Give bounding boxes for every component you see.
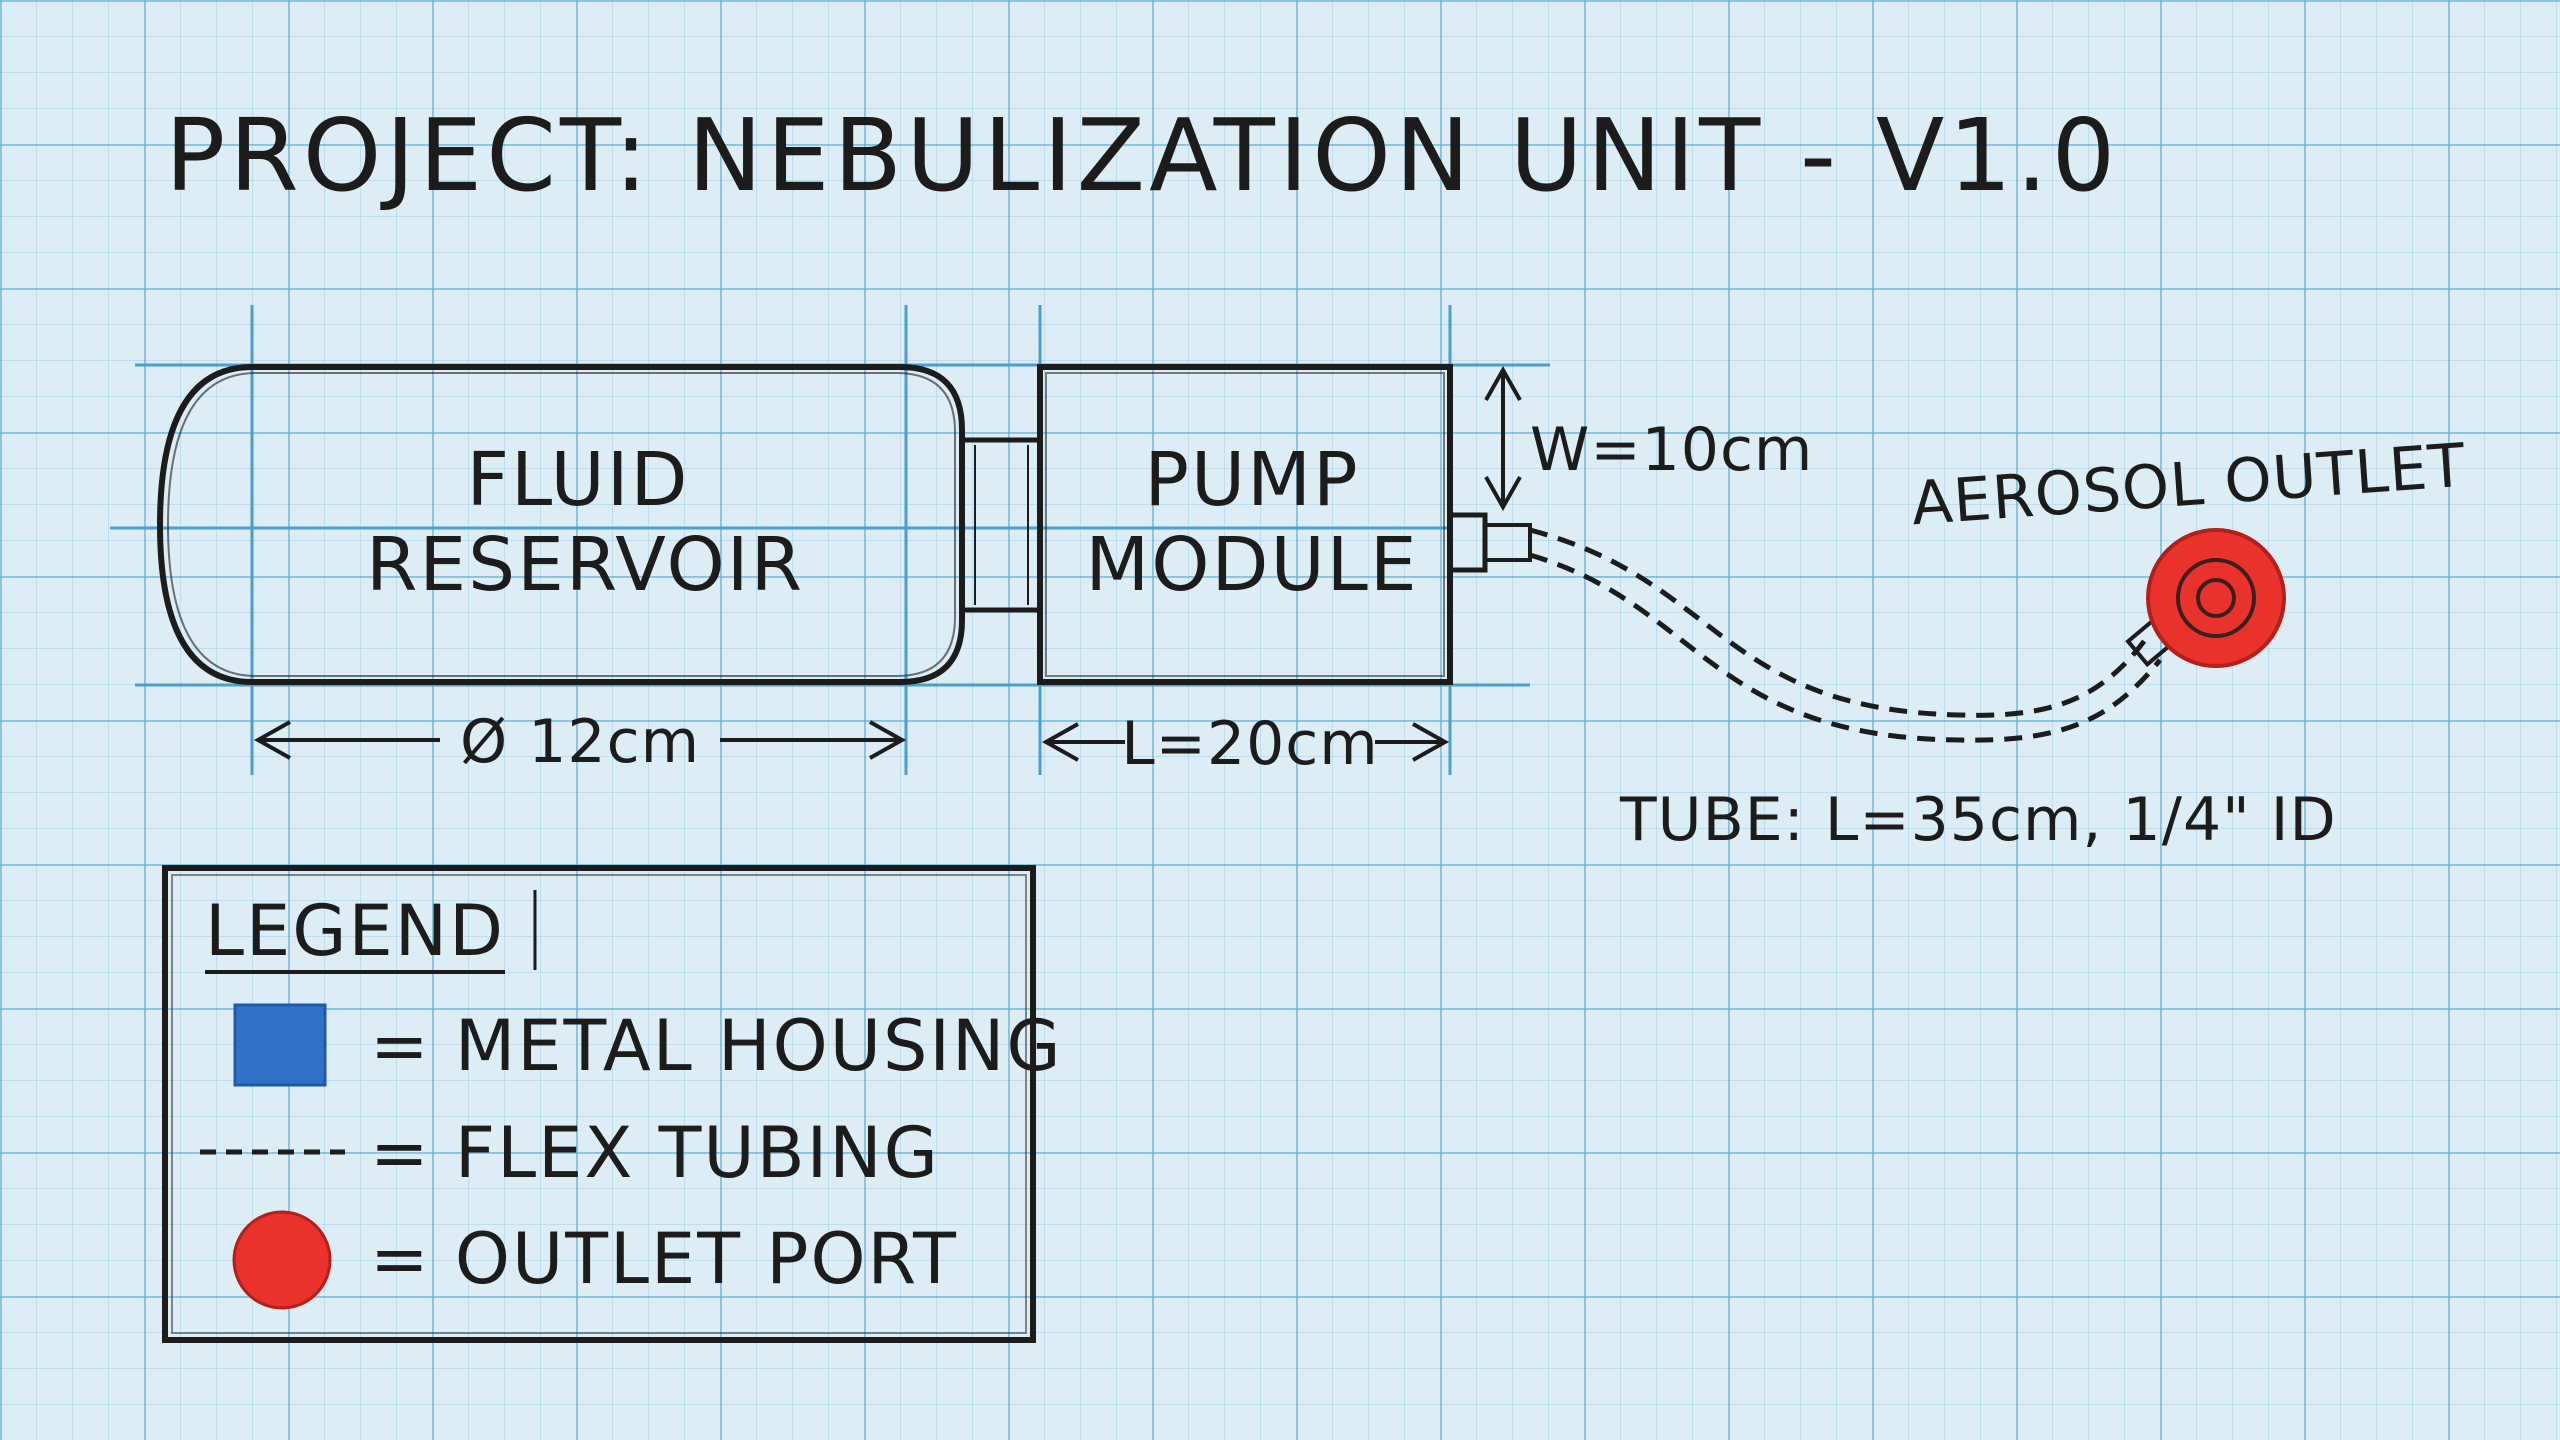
outlet-ring-inner [2196, 578, 2236, 618]
nozzle-inner [1483, 523, 1532, 562]
pump-outline-sketch [1045, 372, 1445, 677]
reservoir-label-line2: RESERVOIR [366, 522, 804, 608]
reservoir-outline-sketch [166, 372, 956, 677]
flex-tubing [1529, 527, 2162, 743]
reservoir-pump-connector [959, 437, 1043, 613]
fluid-reservoir: FLUID RESERVOIR [157, 364, 965, 685]
legend: LEGEND = METAL HOUSING = FLEX TUBING = O… [162, 865, 1063, 1343]
legend-item-flex-tubing: = FLEX TUBING [370, 1112, 940, 1194]
aerosol-outlet: AEROSOL OUTLET [1909, 431, 2468, 668]
tubing-upper-edge [1529, 527, 2147, 718]
legend-frame [162, 865, 1036, 1343]
project-title: PROJECT: NEBULIZATION UNIT - V1.0 [165, 97, 2119, 214]
pump-width-label: W=10cm [1530, 415, 1813, 485]
tubing-lower-edge [1529, 552, 2162, 743]
outlet-port-disc [2146, 528, 2286, 668]
reservoir-diameter-label: Ø 12cm [460, 707, 700, 777]
pump-nozzle [1447, 512, 1532, 573]
legend-item-metal-housing: = METAL HOUSING [370, 1005, 1063, 1087]
pump-module: PUMP MODULE [1037, 364, 1453, 685]
dimension-reservoir-diameter: Ø 12cm [253, 707, 907, 777]
legend-title: LEGEND [205, 890, 505, 972]
outlet-ring-outer [2176, 558, 2256, 638]
reservoir-label-line1: FLUID [466, 437, 689, 523]
dimension-pump-width: W=10cm [1484, 365, 1813, 512]
legend-item-outlet-port: = OUTLET PORT [370, 1218, 958, 1300]
tube-spec-label: TUBE: L=35cm, 1/4" ID [1619, 785, 2337, 855]
pump-label-line2: MODULE [1085, 522, 1418, 608]
outlet-port-dot [232, 1210, 332, 1310]
outlet-label: AEROSOL OUTLET [1909, 431, 2468, 540]
metal-housing-swatch [233, 1003, 327, 1087]
nozzle-outer [1447, 512, 1488, 573]
reservoir-outline [157, 364, 965, 685]
dimension-pump-length: L=20cm [1041, 709, 1450, 779]
pump-length-label: L=20cm [1121, 709, 1378, 779]
pump-label-line1: PUMP [1144, 437, 1359, 523]
legend-frame-sketch [171, 874, 1027, 1334]
